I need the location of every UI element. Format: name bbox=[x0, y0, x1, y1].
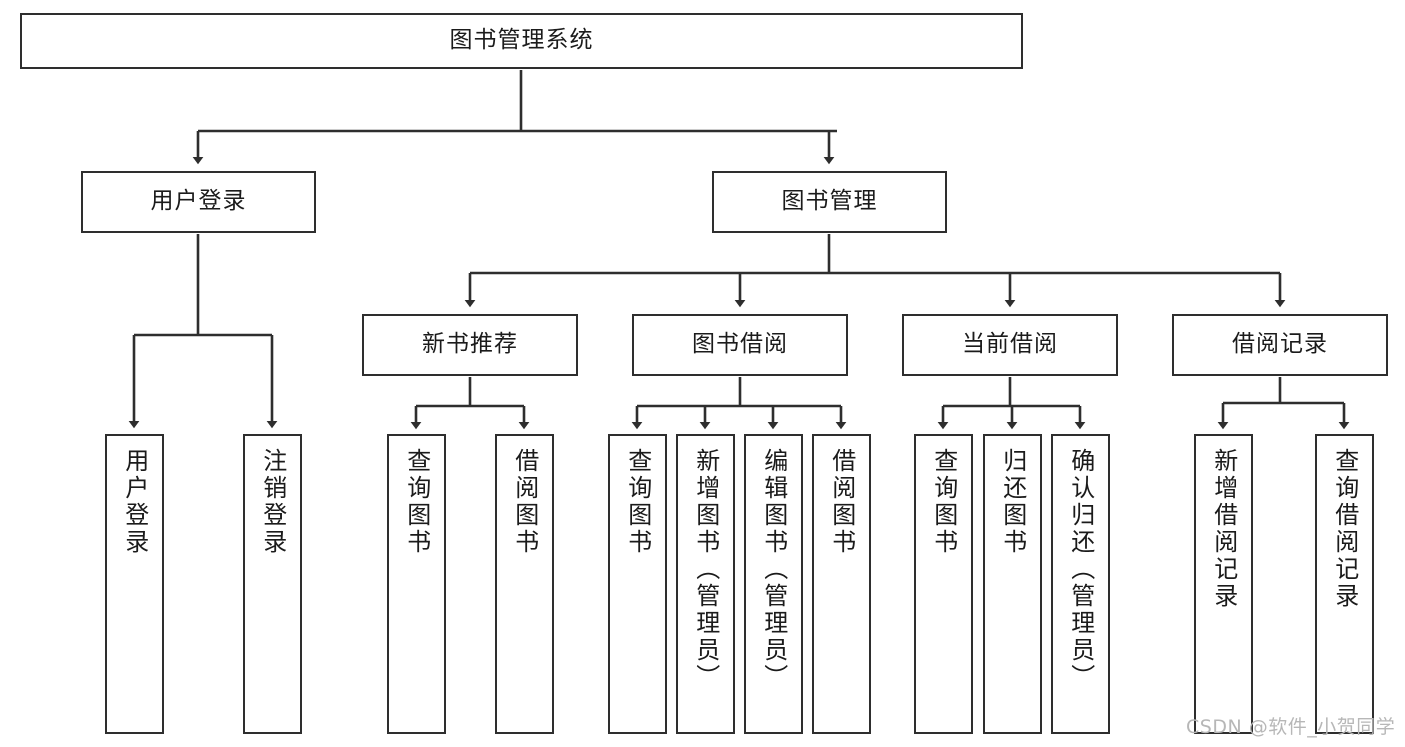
node-book-borrow-label: 图书借阅 bbox=[692, 331, 788, 358]
node-leaf-user-login-label: 用户登录 bbox=[120, 448, 149, 556]
node-leaf-query-record-label: 查询借阅记录 bbox=[1330, 448, 1359, 610]
node-book-manage-label: 图书管理 bbox=[781, 188, 878, 215]
csdn-watermark: CSDN @软件_小贺同学 bbox=[1186, 716, 1396, 738]
node-borrow-record[interactable]: 借阅记录 bbox=[1172, 314, 1388, 376]
node-new-book-recommend[interactable]: 新书推荐 bbox=[362, 314, 578, 376]
node-leaf-return-book[interactable]: 归还图书 bbox=[983, 434, 1042, 734]
node-leaf-confirm-return[interactable]: 确认归还（管理员） bbox=[1051, 434, 1110, 734]
node-root[interactable]: 图书管理系统 bbox=[20, 13, 1023, 69]
node-leaf-user-login[interactable]: 用户登录 bbox=[105, 434, 164, 734]
node-leaf-add-record[interactable]: 新增借阅记录 bbox=[1194, 434, 1253, 734]
node-leaf-borrow-book-2-label: 借阅图书 bbox=[827, 448, 856, 556]
node-leaf-query-record[interactable]: 查询借阅记录 bbox=[1315, 434, 1374, 734]
node-current-borrow-label: 当前借阅 bbox=[962, 331, 1058, 358]
node-leaf-query-book-3-label: 查询图书 bbox=[929, 448, 958, 556]
node-leaf-logout-login-label: 注销登录 bbox=[258, 448, 287, 556]
node-book-borrow[interactable]: 图书借阅 bbox=[632, 314, 848, 376]
node-leaf-logout-login[interactable]: 注销登录 bbox=[243, 434, 302, 734]
node-leaf-add-book[interactable]: 新增图书（管理员） bbox=[676, 434, 735, 734]
node-leaf-edit-book-label: 编辑图书（管理员） bbox=[759, 448, 788, 691]
node-user-login-label: 用户登录 bbox=[150, 188, 247, 215]
node-root-label: 图书管理系统 bbox=[449, 27, 594, 54]
node-leaf-query-book-2[interactable]: 查询图书 bbox=[608, 434, 667, 734]
node-leaf-add-book-label: 新增图书（管理员） bbox=[691, 448, 720, 691]
node-leaf-query-book-2-label: 查询图书 bbox=[623, 448, 652, 556]
node-leaf-borrow-book-1-label: 借阅图书 bbox=[510, 448, 539, 556]
node-leaf-query-book-1[interactable]: 查询图书 bbox=[387, 434, 446, 734]
node-new-book-recommend-label: 新书推荐 bbox=[422, 331, 518, 358]
node-leaf-add-record-label: 新增借阅记录 bbox=[1209, 448, 1238, 610]
node-user-login[interactable]: 用户登录 bbox=[81, 171, 316, 233]
node-leaf-return-book-label: 归还图书 bbox=[998, 448, 1027, 556]
node-leaf-borrow-book-2[interactable]: 借阅图书 bbox=[812, 434, 871, 734]
node-leaf-query-book-3[interactable]: 查询图书 bbox=[914, 434, 973, 734]
node-leaf-query-book-1-label: 查询图书 bbox=[402, 448, 431, 556]
node-leaf-edit-book[interactable]: 编辑图书（管理员） bbox=[744, 434, 803, 734]
node-leaf-borrow-book-1[interactable]: 借阅图书 bbox=[495, 434, 554, 734]
node-leaf-confirm-return-label: 确认归还（管理员） bbox=[1066, 448, 1095, 691]
node-current-borrow[interactable]: 当前借阅 bbox=[902, 314, 1118, 376]
node-book-manage[interactable]: 图书管理 bbox=[712, 171, 947, 233]
node-borrow-record-label: 借阅记录 bbox=[1232, 331, 1328, 358]
